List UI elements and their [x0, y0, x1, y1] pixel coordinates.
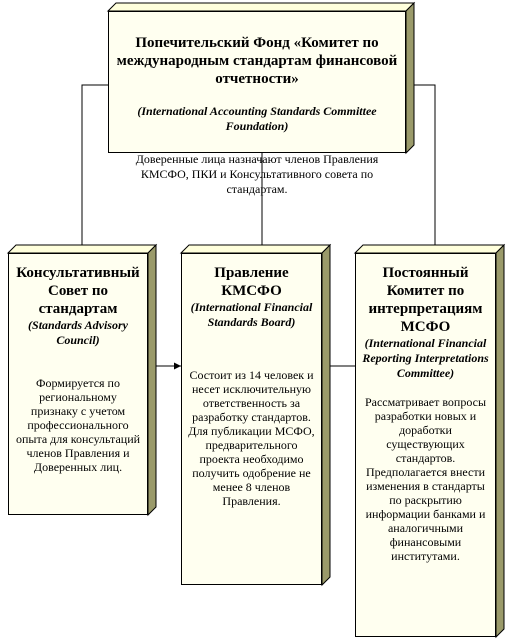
board-subtitle: (International Financial Standards Board… [190, 300, 313, 329]
board-box: Правление КМСФО (International Financial… [179, 243, 332, 587]
foundation-title: Попечительский Фонд «Комитет по междунар… [116, 35, 398, 87]
connector-top-to-left [78, 84, 108, 252]
box-3d-edge [353, 243, 506, 639]
interpretations-committee-box: Постоянный Комитет по интерпретациям МСФ… [353, 243, 506, 639]
board-description: Состоит из 14 человек и несет исключител… [188, 368, 315, 508]
advisory-council-description: Формируется по региональному признаку с … [15, 376, 141, 474]
board-box-face: Правление КМСФО (International Financial… [181, 253, 322, 585]
board-title: Правление КМСФО [214, 265, 289, 299]
interpretations-committee-title: Постоянный Комитет по интерпретациям МСФ… [368, 265, 483, 335]
interpretations-committee-box-face: Постоянный Комитет по интерпретациям МСФ… [355, 253, 496, 637]
foundation-description: Доверенные лица назначают членов Правлен… [135, 152, 379, 196]
box-3d-edge [106, 1, 416, 155]
foundation-subtitle: (International Accounting Standards Comm… [137, 104, 377, 133]
connector-top-to-right [406, 84, 439, 252]
interpretations-committee-description: Рассматривает вопросы разработки новых и… [364, 395, 487, 563]
advisory-council-subtitle: (Standards Advisory Council) [28, 318, 128, 347]
interpretations-committee-subtitle: (International Financial Reporting Inter… [362, 336, 489, 380]
foundation-box: Попечительский Фонд «Комитет по междунар… [106, 1, 416, 196]
advisory-council-title: Консультативный Совет по стандартам [16, 265, 140, 317]
advisory-council-box-face: Консультативный Совет по стандартам (Sta… [8, 253, 148, 515]
advisory-council-box: Консультативный Совет по стандартам (Sta… [6, 243, 158, 517]
foundation-box-face: Попечительский Фонд «Комитет по междунар… [108, 11, 406, 196]
